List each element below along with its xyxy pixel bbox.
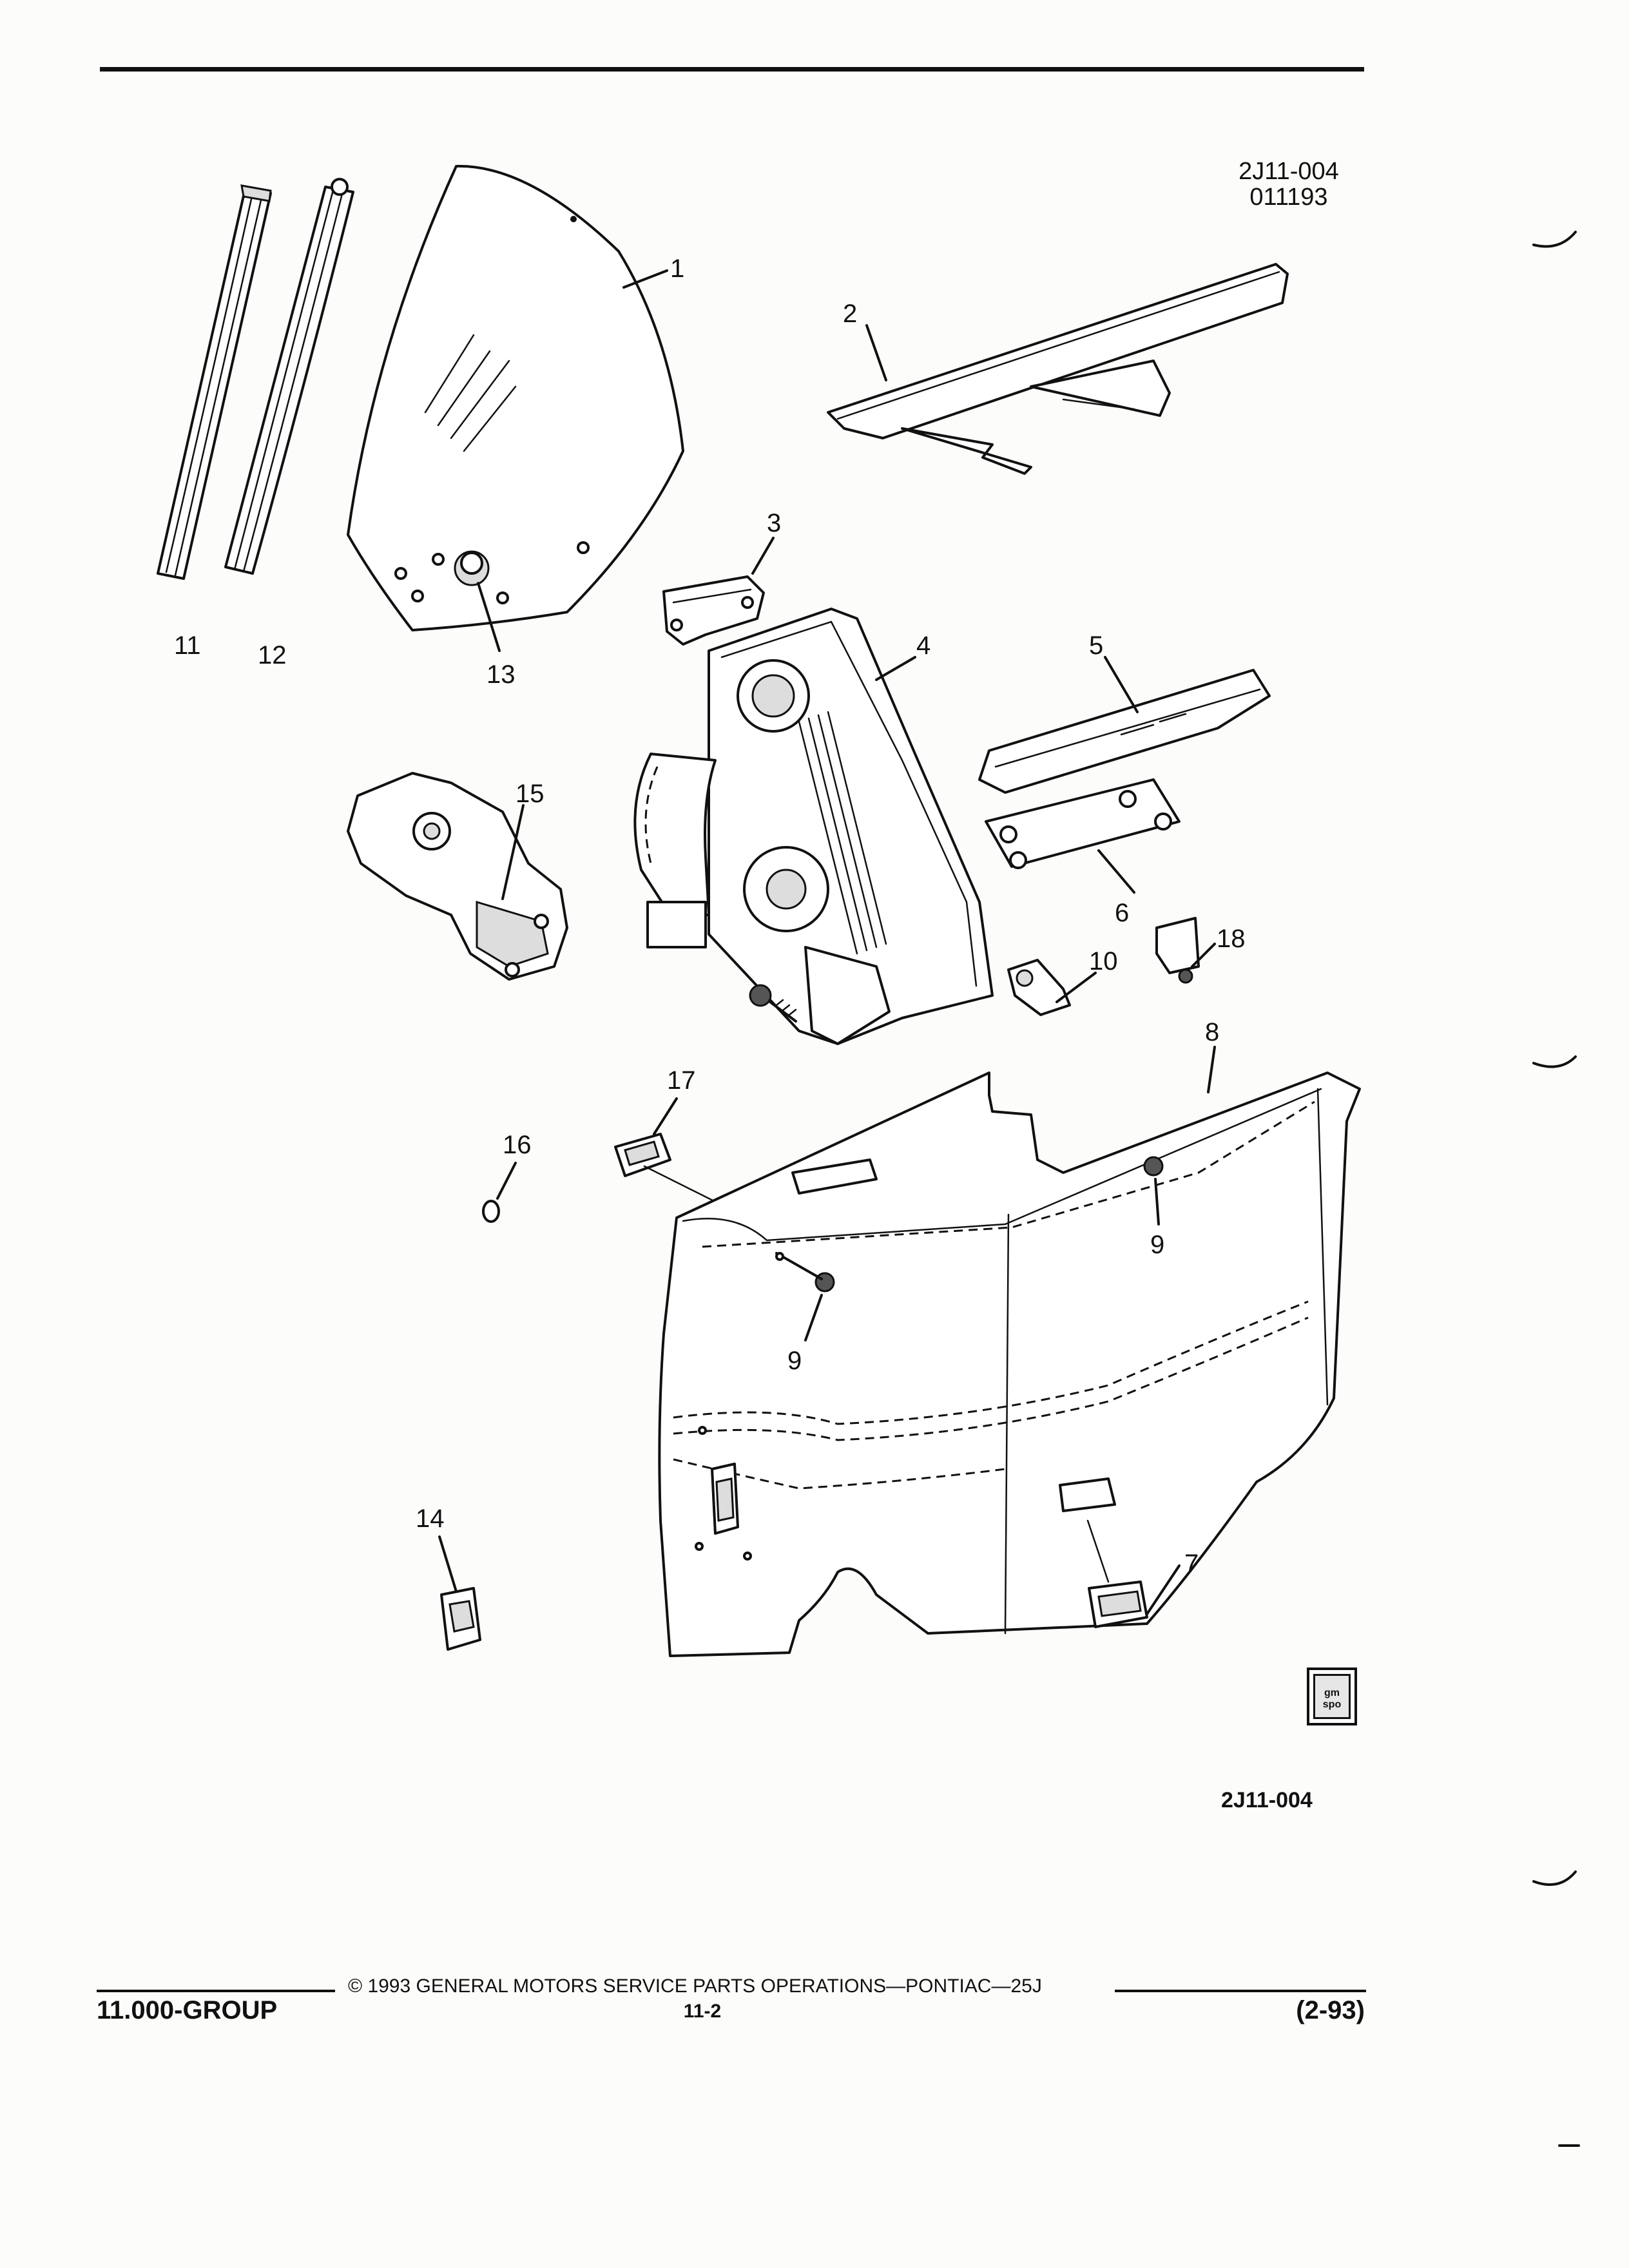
callout-9b: 9: [787, 1347, 802, 1375]
figure-code: 2J11-004: [1239, 158, 1339, 185]
callout-5: 5: [1089, 631, 1103, 660]
part-8-trim-panel: [658, 1046, 1361, 1657]
part-7-handle: [1086, 1519, 1181, 1628]
part-14-switch: [438, 1535, 481, 1651]
callout-14: 14: [416, 1504, 445, 1533]
part-17-handle-bezel: [614, 1097, 749, 1219]
callout-16: 16: [503, 1131, 532, 1159]
callout-labels: 1 2 3 4 5 6 7 8 9 9 10 11 12 13 14 15 16…: [174, 255, 1246, 1578]
part-11-run-channel: [157, 184, 272, 580]
part-13-bushing: [454, 550, 501, 652]
part-10-clip: [1007, 959, 1097, 1016]
top-rule: [100, 67, 1364, 72]
part-12-run-channel: [224, 178, 354, 575]
part-1-window-glass: [347, 164, 684, 631]
part-6-guide: [985, 778, 1181, 894]
figure-code-top: 2J11-004 011193: [1211, 159, 1366, 210]
callout-1: 1: [670, 255, 684, 283]
footer-copyright: © 1993 GENERAL MOTORS SERVICE PARTS OPER…: [348, 1975, 1042, 1997]
callout-6: 6: [1115, 899, 1129, 927]
part-18-clip: [1155, 917, 1216, 984]
callout-7: 7: [1184, 1550, 1199, 1578]
part-9-fasteners: [775, 1156, 1164, 1341]
footer-revision: (2-93): [1296, 1996, 1365, 2024]
callout-4: 4: [916, 631, 930, 660]
part-3-bracket: [662, 537, 775, 646]
gm-spo-logo: gm spo: [1307, 1667, 1357, 1725]
part-4-window-regulator: [633, 608, 994, 1045]
callout-13: 13: [487, 660, 516, 689]
callout-3: 3: [767, 509, 781, 537]
callout-2: 2: [843, 300, 857, 328]
figure-code-bottom: 2J11-004: [1221, 1788, 1313, 1812]
callout-10: 10: [1089, 947, 1118, 975]
callout-8: 8: [1205, 1018, 1219, 1046]
part-5-lower-channel: [978, 656, 1271, 794]
footer-rule-right: [1115, 1990, 1366, 1992]
figure-date-code: 011193: [1249, 184, 1328, 211]
footer-group: 11.000-GROUP: [97, 1996, 278, 2024]
callout-15: 15: [516, 780, 545, 808]
footer-page-number: 11-2: [683, 2001, 722, 2022]
footer-rule-left: [97, 1990, 335, 1992]
regulator-bolt: [749, 984, 797, 1023]
callout-17: 17: [667, 1066, 696, 1095]
part-2-upper-channel: [827, 263, 1289, 475]
callout-9a: 9: [1150, 1231, 1164, 1259]
logo-inner: gm spo: [1313, 1674, 1351, 1719]
callout-18: 18: [1217, 925, 1246, 953]
callout-12: 12: [258, 641, 287, 669]
margin-marks: [1532, 231, 1580, 2147]
part-15-motor: [347, 772, 568, 981]
callout-11: 11: [174, 631, 201, 660]
part-16-grommet: [482, 1162, 517, 1223]
